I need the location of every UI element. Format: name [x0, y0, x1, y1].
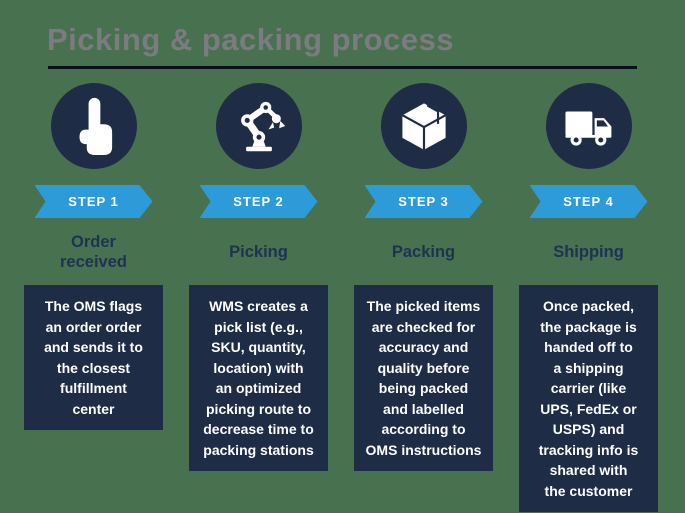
step-column-shipping: STEP 4 Shipping Once packed, the package…: [506, 83, 671, 512]
package-box-icon: [397, 99, 451, 153]
step-description: The picked items are checked for accurac…: [354, 285, 493, 471]
step-description: Once packed, the package is handed off t…: [519, 285, 658, 512]
page-title: Picking & packing process: [47, 22, 455, 57]
step-icon-circle: [380, 83, 467, 169]
step-banner: STEP 2: [200, 185, 318, 218]
steps-row: STEP 1 Order received The OMS flags an o…: [11, 83, 671, 512]
step-banner: STEP 4: [530, 185, 648, 218]
step-banner-label: STEP 3: [398, 194, 449, 209]
step-banner: STEP 3: [365, 185, 483, 218]
step-banner-label: STEP 2: [233, 194, 284, 209]
step-column-order-received: STEP 1 Order received The OMS flags an o…: [11, 83, 176, 512]
step-banner: STEP 1: [35, 185, 153, 218]
step-banner-label: STEP 4: [563, 194, 614, 209]
step-title: Picking: [229, 242, 288, 261]
title-underline: [48, 66, 637, 69]
robot-arm-icon: [231, 98, 287, 154]
hand-click-icon: [71, 97, 117, 155]
step-description: WMS creates a pick list (e.g., SKU, quan…: [189, 285, 328, 471]
step-description: The OMS flags an order order and sends i…: [24, 285, 163, 430]
step-title: Packing: [391, 242, 456, 261]
step-icon-circle: [545, 83, 632, 169]
step-icon-circle: [50, 83, 137, 169]
step-banner-label: STEP 1: [68, 194, 119, 209]
step-column-picking: STEP 2 Picking WMS creates a pick list (…: [176, 83, 341, 512]
step-title: Shipping: [553, 242, 624, 261]
step-title: Order received: [60, 232, 127, 271]
delivery-truck-icon: [561, 98, 617, 154]
step-column-packing: STEP 3 Packing The picked items are chec…: [341, 83, 506, 512]
step-icon-circle: [215, 83, 302, 169]
